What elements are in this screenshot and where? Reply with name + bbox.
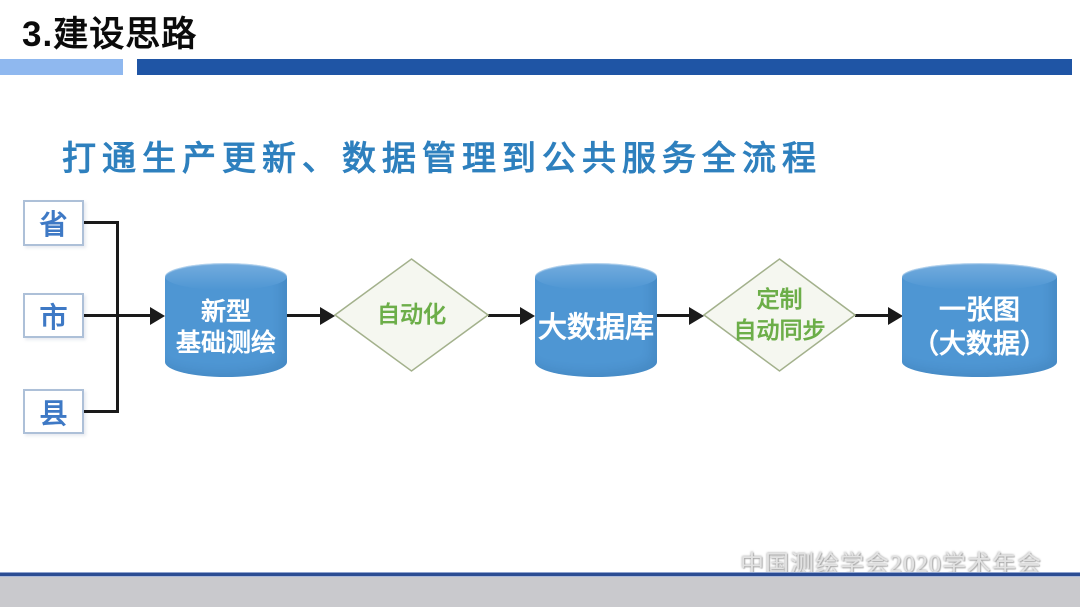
source-box-city-label: 市 (39, 301, 68, 333)
cylinder-body (535, 276, 657, 377)
cylinder-label: 新型 基础测绘 (165, 283, 287, 373)
cylinder-label: 一张图 （大数据） (902, 283, 1057, 373)
cylinder-label-line2: （大数据） (912, 329, 1047, 359)
cylinder-body (165, 276, 287, 377)
diamond-shape (334, 258, 489, 372)
title-underline-dark (137, 59, 1072, 75)
diamond-label-line1: 定制 (756, 285, 803, 312)
cylinder-top-ellipse (165, 263, 287, 290)
arrow-line-4 (855, 314, 889, 317)
diamond-label-line2: 自动同步 (733, 317, 826, 343)
cylinder-top-ellipse (902, 263, 1057, 290)
diamond-label: 定制 自动同步 (703, 258, 856, 372)
arrow-head-icon (150, 307, 165, 325)
cylinder-node-one-map: 一张图 （大数据） (902, 263, 1057, 377)
cylinder-label-line1: 大数据库 (537, 311, 654, 344)
arrow-head-icon (689, 307, 704, 325)
bottom-bar (0, 577, 1080, 607)
cylinder-node-new-surveying: 新型 基础测绘 (165, 263, 287, 377)
connector-line-main (84, 314, 151, 317)
diamond-shape (703, 258, 856, 372)
source-box-county-label: 县 (39, 397, 68, 429)
arrow-line-1 (287, 314, 321, 317)
slide-title: 3.建设思路 (22, 15, 198, 54)
source-box-city: 市 (23, 293, 84, 338)
diamond-node-automation: 自动化 (334, 258, 489, 372)
arrow-head-icon (320, 307, 335, 325)
cylinder-label-line1: 新型 (200, 297, 251, 326)
diamond-node-custom-sync: 定制 自动同步 (703, 258, 856, 372)
connector-line-province (84, 221, 118, 224)
source-box-county: 县 (23, 389, 84, 434)
cylinder-top-ellipse (535, 263, 657, 290)
bottom-divider-line (0, 572, 1080, 577)
arrow-line-2 (488, 314, 521, 317)
arrow-head-icon (888, 307, 903, 325)
arrow-line-3 (657, 314, 690, 317)
cylinder-node-big-database: 大数据库 (535, 263, 657, 377)
diamond-label-line1: 自动化 (377, 301, 446, 328)
cylinder-label: 大数据库 (535, 283, 657, 373)
source-box-province: 省 (23, 200, 84, 246)
source-box-province-label: 省 (39, 209, 68, 240)
cylinder-label-line2: 基础测绘 (175, 329, 276, 357)
title-underline-light (0, 59, 123, 75)
connector-line-county (84, 410, 118, 413)
slide-heading: 打通生产更新、数据管理到公共服务全流程 (62, 140, 822, 178)
cylinder-label-line1: 一张图 (939, 295, 1020, 326)
diamond-label: 自动化 (334, 258, 489, 372)
cylinder-body (902, 276, 1057, 377)
arrow-head-icon (520, 307, 535, 325)
connector-line-vertical (116, 221, 119, 413)
